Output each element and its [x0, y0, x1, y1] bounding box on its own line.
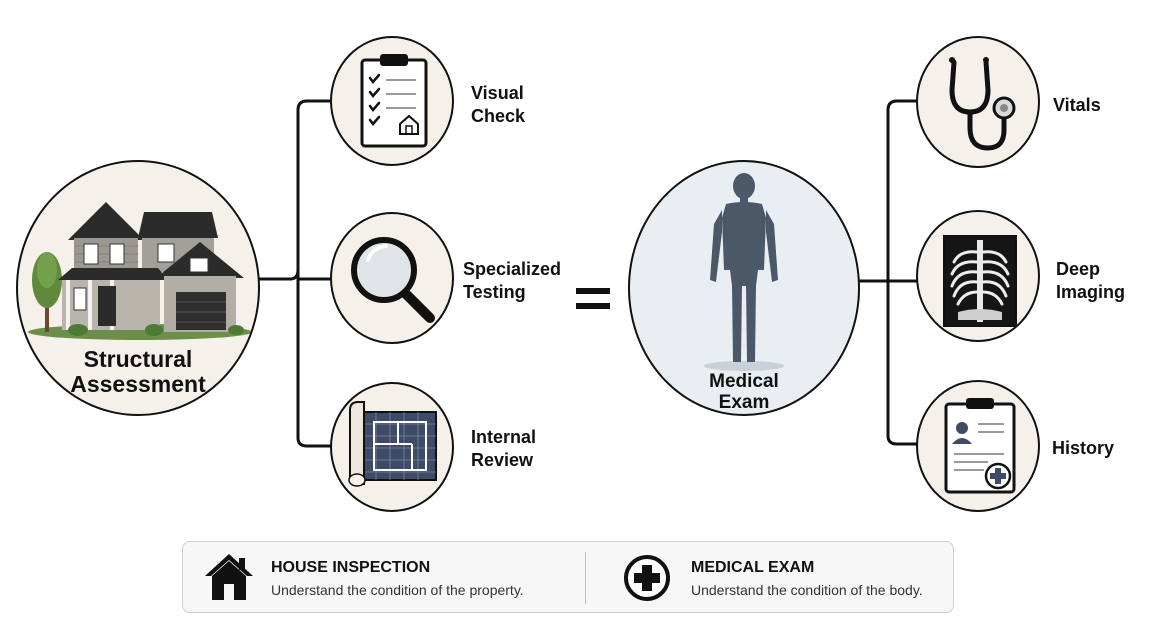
vitals-label: Vitals: [1053, 94, 1152, 117]
plus-circle-icon: [624, 555, 670, 601]
history-label: History: [1052, 437, 1152, 460]
internal-review-label: Internal Review: [471, 426, 591, 472]
history-line1: History: [1052, 438, 1115, 458]
deep-imaging-line2: Imaging: [1056, 282, 1126, 302]
medical-exam-title: MEDICAL EXAM: [691, 559, 815, 576]
xray-ribcage-icon: [943, 235, 1017, 327]
visual-check-line2: Check: [471, 106, 526, 126]
right-main-label-line1: Medical: [709, 371, 779, 392]
visual-check-line1: Visual: [471, 83, 524, 103]
history-circle: [916, 380, 1040, 512]
house-illustration: [28, 202, 252, 340]
house-inspection-description: Understand the condition of the property…: [271, 582, 524, 598]
right-main-label-line2: Exam: [718, 392, 770, 413]
specialized-testing-circle: [330, 212, 454, 344]
blueprint-icon: [348, 401, 437, 487]
magnifying-glass-icon: [351, 237, 435, 323]
internal-review-line1: Internal: [471, 427, 537, 447]
medical-record-icon: [944, 398, 1016, 494]
vitals-line1: Vitals: [1053, 95, 1101, 115]
specialized-testing-line1: Specialized: [463, 259, 562, 279]
right-branch-bottom: [886, 434, 918, 446]
structural-assessment-circle: Structural Assessment: [16, 160, 260, 416]
internal-review-circle: [330, 382, 454, 512]
visual-check-circle: [330, 36, 454, 166]
specialized-testing-label: Specialized Testing: [463, 258, 583, 304]
house-inspection-title: HOUSE INSPECTION: [271, 559, 431, 576]
internal-review-line2: Review: [471, 450, 534, 470]
left-branch-top: [296, 99, 332, 112]
visual-check-label: Visual Check: [471, 82, 591, 128]
equals-sign: [576, 286, 610, 312]
deep-imaging-label: Deep Imaging: [1056, 258, 1152, 304]
left-main-label-line1: Structural: [83, 346, 193, 372]
left-branch-bottom: [296, 436, 332, 448]
left-main-label-line2: Assessment: [70, 371, 206, 397]
right-branch-top: [886, 99, 918, 112]
medical-exam-description: Understand the condition of the body.: [691, 582, 923, 598]
vitals-circle: [916, 36, 1040, 168]
medical-exam-circle: Medical Exam: [628, 160, 860, 416]
deep-imaging-circle: [916, 210, 1040, 342]
deep-imaging-line1: Deep: [1056, 259, 1101, 279]
stethoscope-icon: [949, 57, 1016, 151]
specialized-testing-line2: Testing: [463, 282, 526, 302]
house-icon: [205, 554, 253, 600]
legend-panel: HOUSE INSPECTION Understand the conditio…: [182, 541, 954, 613]
human-body-figure: [704, 173, 784, 371]
legend-divider: [585, 552, 586, 604]
clipboard-checklist-icon: [360, 54, 428, 148]
